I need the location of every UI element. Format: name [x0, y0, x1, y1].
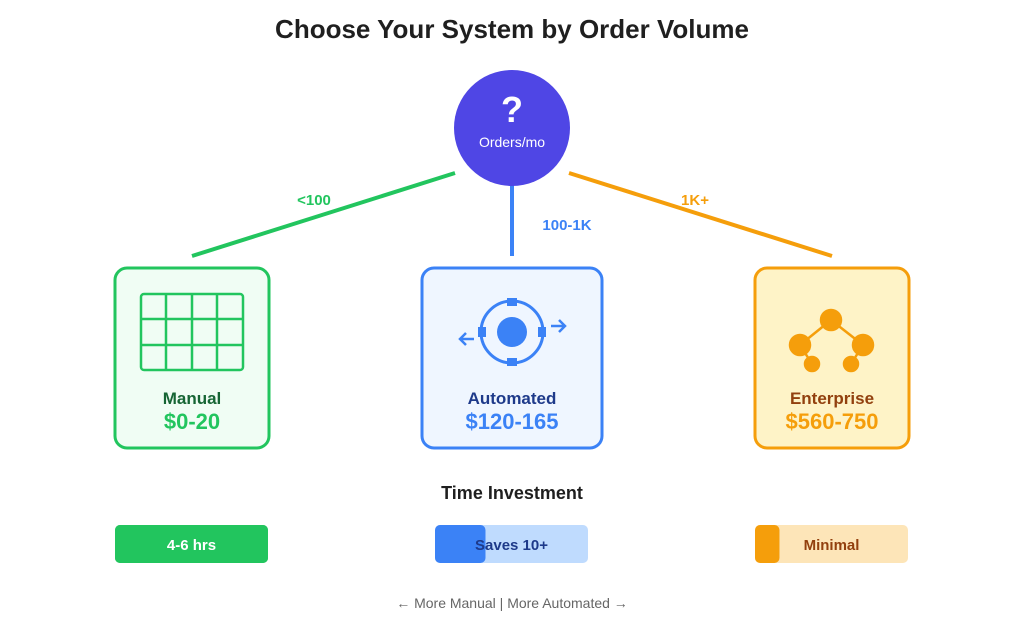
- time-bar-label: Minimal: [804, 537, 860, 554]
- card-name: Enterprise: [790, 389, 874, 408]
- card-price: $120-165: [466, 409, 559, 434]
- range-label-manual: <100: [297, 192, 331, 209]
- connector-manual: [191, 171, 456, 258]
- automation-target-icon: [458, 298, 567, 366]
- root-label: Orders/mo: [479, 134, 545, 150]
- diagram-title: Choose Your System by Order Volume: [275, 14, 749, 44]
- range-label-enterprise: 1K+: [681, 192, 709, 209]
- card-name: Automated: [468, 389, 557, 408]
- grid-icon: [139, 292, 245, 372]
- time-heading: Time Investment: [441, 483, 583, 503]
- connector-enterprise: [568, 171, 833, 258]
- time-bar-fill: [115, 525, 268, 563]
- time-bar-label: Saves 10+: [475, 537, 548, 554]
- card-automated: Automated $120-165: [420, 266, 604, 450]
- card-name: Manual: [163, 389, 222, 408]
- time-bar-fill: [755, 525, 780, 563]
- time-bar-1: Saves 10+: [435, 525, 588, 563]
- time-bar-2: Minimal: [755, 525, 908, 563]
- range-label-automated: 100-1K: [542, 217, 591, 234]
- network-tree-icon: [788, 308, 875, 373]
- time-bar-label: 4-6 hrs: [167, 537, 216, 554]
- root-node: ? Orders/mo: [454, 70, 570, 186]
- time-bar-fill: [435, 525, 486, 563]
- card-price: $0-20: [164, 409, 220, 434]
- card-price: $560-750: [786, 409, 879, 434]
- question-icon: ?: [501, 89, 523, 130]
- time-bar-0: 4-6 hrs: [115, 525, 268, 563]
- card-manual: Manual $0-20: [113, 266, 271, 450]
- card-enterprise: Enterprise $560-750: [753, 266, 911, 450]
- time-bars: 4-6 hrs Saves 10+ Minimal: [115, 525, 908, 563]
- footer-scale: ← More Manual | More Automated →: [396, 595, 628, 611]
- time-bar-track: [755, 525, 908, 563]
